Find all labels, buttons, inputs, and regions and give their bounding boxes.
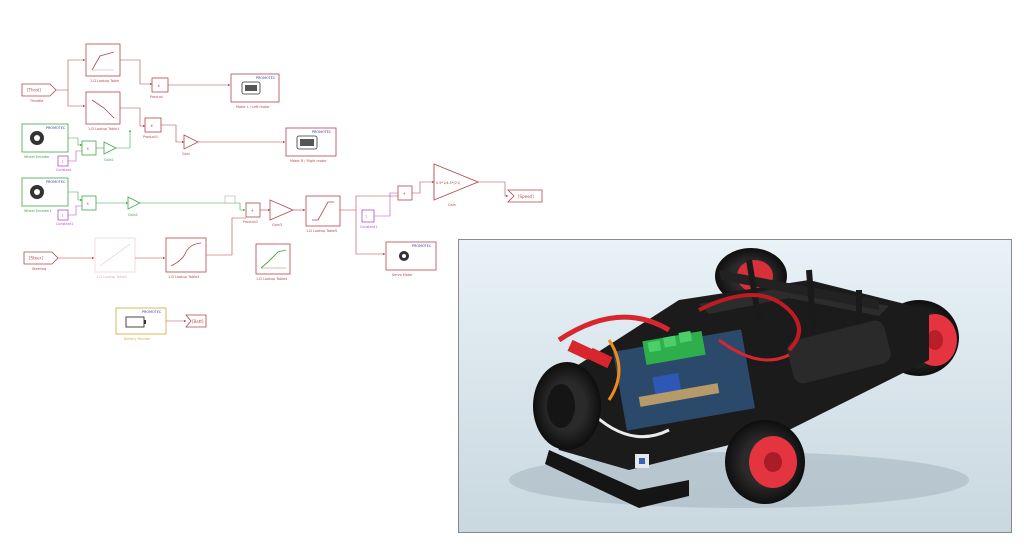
gain1-caption: Gain1 [104, 158, 114, 162]
product-1-symbol: x [158, 83, 161, 88]
front-left-wheel [533, 362, 601, 450]
throttle-inport[interactable]: [Throt] Throttle [21, 83, 57, 103]
battery-monitor-block[interactable]: PROMOTEC Battery Monitor [115, 307, 167, 341]
constant-2-caption: Constant1 [56, 222, 73, 226]
sum-symbol: + [251, 208, 254, 213]
motor-left-block[interactable]: PROMOTEC Motor L / Left motor [230, 73, 280, 109]
encoder-2-wires [68, 191, 83, 202]
constant-2-value: 1 [62, 214, 64, 218]
gain2-block[interactable]: Gain2 [127, 196, 141, 217]
saturation-wires [340, 195, 398, 256]
big-gain-block[interactable]: 0.5*1/4.5*(21) Gain [433, 163, 480, 207]
gain-caption: Gain [182, 152, 190, 156]
product-1-caption: Product [150, 95, 164, 99]
big-gain-wire [478, 181, 509, 198]
battery-pack [787, 320, 891, 384]
product-block-4[interactable]: x [81, 195, 97, 211]
gain-block[interactable]: Gain [182, 134, 199, 156]
lookup-2-caption: 1-D Lookup Table1 [88, 127, 119, 131]
sum-caption: Product2 [243, 220, 258, 224]
constant-3-value: 1 [365, 215, 367, 219]
sum-block[interactable]: + Product2 [243, 202, 261, 224]
signal-tag [224, 195, 236, 204]
product-block-3[interactable]: x [81, 140, 97, 156]
servo-motor-block[interactable]: PROMOTEC Servo Motor [385, 241, 437, 277]
lookup-3-caption: 1-D Lookup Table2 [96, 275, 127, 279]
rc-car-photo [458, 239, 1012, 533]
motor-left-brand: PROMOTEC [256, 76, 276, 80]
product-wires [161, 83, 231, 144]
steering-caption: Steering [32, 267, 46, 271]
encoder-2-brand: PROMOTEC [46, 180, 66, 184]
constant-1-caption: Constant [56, 168, 72, 172]
product-block-1[interactable]: x Product [150, 77, 169, 99]
gain3-block[interactable]: Gain3 [269, 199, 295, 227]
product-2-caption: Product1 [143, 135, 158, 139]
gain2-caption: Gain2 [128, 213, 138, 217]
servo-caption: Servo Motor [392, 273, 413, 277]
simulink-block-diagram: [Throt] Throttle 1-D Lookup Table 1-D Lo… [0, 0, 560, 360]
constant-1-value: 1 [62, 160, 64, 164]
constant-block-1[interactable]: 1 Constant [56, 155, 72, 172]
steering-inport-label: [Steer] [29, 256, 43, 261]
red-wire [557, 314, 671, 343]
encoder-2-caption: Wheel Encoder1 [24, 209, 52, 213]
battery-outport-label: [Batt] [192, 319, 204, 324]
front-right-wheel [725, 420, 805, 504]
product-4-symbol: x [87, 201, 90, 206]
sum-block-2[interactable]: + [397, 185, 413, 201]
constant-3-caption: Constant1 [360, 225, 377, 229]
sum-2-wire [412, 180, 435, 194]
front-bumper [545, 450, 689, 508]
wheel-encoder-1[interactable]: PROMOTEC Wheel Encoder [21, 123, 69, 159]
product-2-symbol: x [151, 123, 154, 128]
encoder-1-caption: Wheel Encoder [24, 155, 50, 159]
battery-outport[interactable]: [Batt] [185, 314, 207, 328]
lookup-table-1[interactable]: 1-D Lookup Table [85, 43, 121, 83]
saturation-lookup[interactable]: 1-D Lookup Table5 [305, 195, 341, 233]
constant-1-wire [68, 150, 82, 162]
constant-3-wire [374, 192, 398, 217]
battery-brand: PROMOTEC [142, 310, 162, 314]
motor-right-block[interactable]: PROMOTEC Motor R / Right motor [285, 127, 337, 163]
encoder-1-wires [68, 137, 83, 147]
lookup-4-caption: 1-D Lookup Table3 [168, 275, 199, 279]
product-block-2[interactable]: x Product1 [143, 117, 162, 139]
gain2-wire [140, 202, 246, 212]
gain1-block[interactable]: Gain1 [103, 141, 117, 162]
big-gain-value: 0.5*1/4.5*(21) [436, 181, 461, 185]
steering-inport[interactable]: [Steer] Steering [23, 251, 59, 271]
gain1-wire [116, 129, 132, 149]
lookup-1-caption: 1-D Lookup Table [90, 79, 119, 83]
rc-car-illustration [459, 240, 1011, 532]
motor-right-caption: Motor R / Right motor [290, 159, 327, 163]
lookup-table-4[interactable]: 1-D Lookup Table3 [165, 237, 207, 279]
lookup-5-caption: 1-D Lookup Table4 [256, 277, 287, 281]
speed-outport-label: [Speed] [518, 194, 534, 199]
encoder-1-brand: PROMOTEC [46, 126, 66, 130]
motor-right-brand: PROMOTEC [312, 130, 332, 134]
product-3-symbol: x [87, 146, 90, 151]
sum-2-symbol: + [403, 191, 406, 196]
lookup-table-3[interactable]: 1-D Lookup Table2 [94, 237, 136, 279]
motor-left-caption: Motor L / Left motor [236, 105, 270, 109]
lookup-4-wire [206, 217, 246, 256]
throttle-caption: Throttle [29, 99, 43, 103]
wheel-encoder-2[interactable]: PROMOTEC Wheel Encoder1 [21, 177, 69, 213]
constant-block-2[interactable]: 1 Constant1 [56, 209, 73, 226]
block-diagram-canvas: [Throt] Throttle 1-D Lookup Table 1-D Lo… [21, 43, 543, 341]
throttle-split-lines [56, 58, 86, 108]
throttle-inport-label: [Throt] [27, 88, 41, 93]
lookup-table-2[interactable]: 1-D Lookup Table1 [85, 91, 121, 131]
constant-block-3[interactable]: 1 Constant1 [360, 209, 377, 229]
saturation-caption: 1-D Lookup Table5 [306, 229, 337, 233]
big-gain-caption: Gain [448, 203, 456, 207]
lookup-wires [120, 59, 153, 128]
lookup-table-5[interactable]: 1-D Lookup Table4 [255, 243, 291, 281]
gain3-caption: Gain3 [272, 223, 282, 227]
speed-outport[interactable]: [Speed] [507, 189, 543, 203]
servo-brand: PROMOTEC [412, 244, 432, 248]
battery-caption: Battery Monitor [124, 337, 151, 341]
constant-2-wire [68, 205, 82, 216]
